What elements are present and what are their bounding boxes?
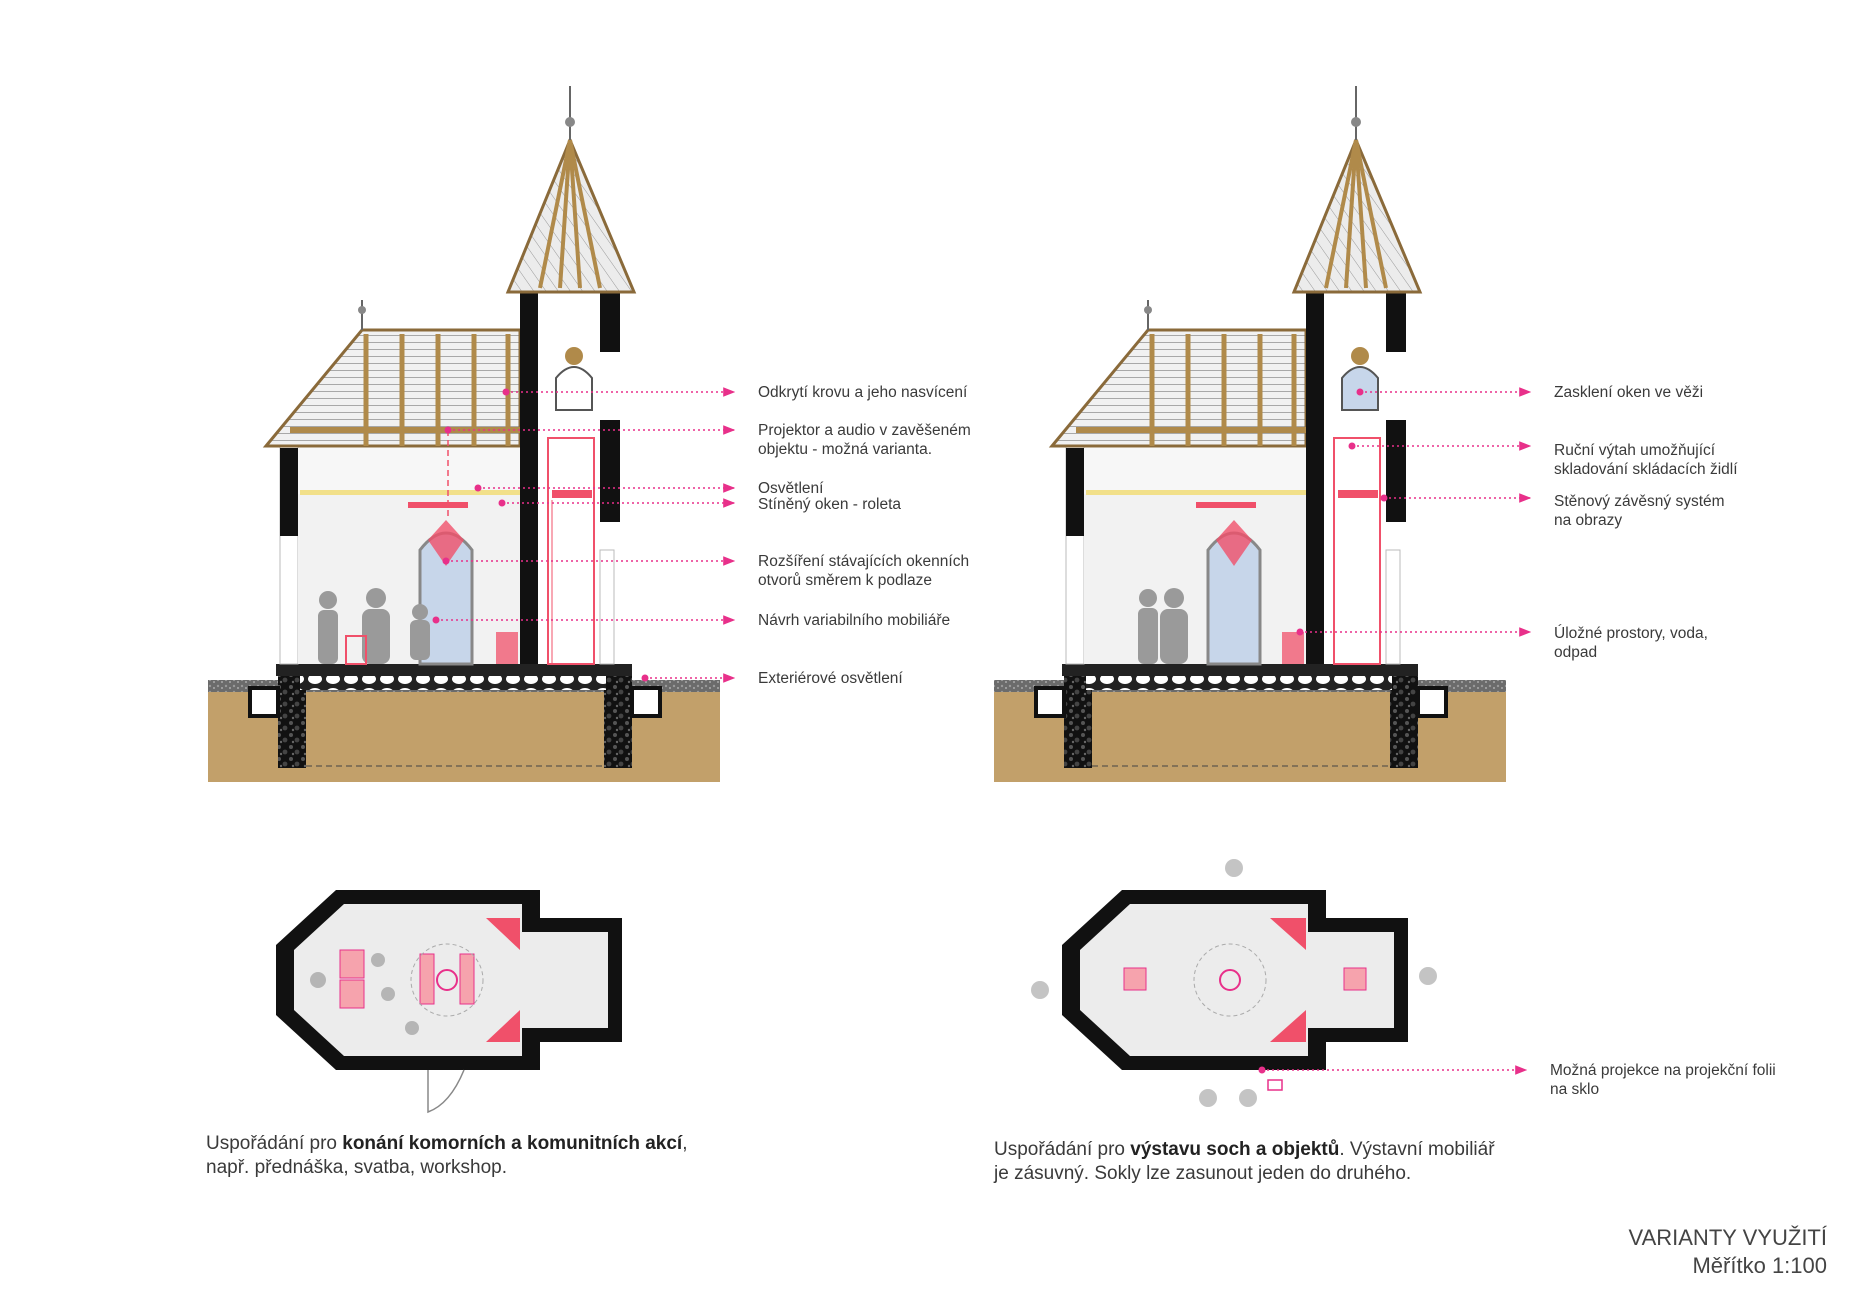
bell-window (555, 366, 593, 411)
caption-left-line2: např. přednáška, svatba, workshop. (206, 1157, 508, 1178)
spire (505, 136, 637, 294)
caption-right-bold: výstavu soch a objektů (1130, 1139, 1340, 1160)
caption-right-suffix: . Výstavní mobiliář (1339, 1139, 1495, 1160)
caption-left-bold: konání komorních a komunitních akcí (342, 1133, 683, 1154)
section-left (208, 86, 736, 782)
sheet-title: VARIANTY VYUŽITÍ (1628, 1225, 1827, 1250)
annot-exterior: Exteriérové osvětlení (758, 670, 903, 687)
floor-vault (300, 676, 606, 690)
annot-projection: Možná projekce na projekční folii na skl… (1550, 1062, 1776, 1098)
caption-right: Uspořádání pro výstavu soch a objektů. V… (994, 1138, 1495, 1186)
annot-projector: Projektor a audio v zavěšeném objektu - … (758, 422, 971, 458)
annot-storage: Úložné prostory, voda, odpad (1554, 625, 1708, 661)
sheet-scale: Měřítko 1:100 (1692, 1253, 1827, 1278)
plan-left (276, 890, 622, 1114)
annot-furniture: Návrh variabilního mobiliáře (758, 612, 951, 629)
annot-glazing: Zasklení oken ve věži (1554, 384, 1704, 401)
caption-left: Uspořádání pro konání komorních a komuni… (206, 1132, 688, 1180)
annot-shading: Stíněný oken - roleta (758, 496, 902, 513)
annot-windows: Rozšíření stávajících okenních otvorů sm… (758, 553, 970, 589)
caption-right-line2: je zásuvný. Sokly lze zasunout jeden do … (994, 1163, 1412, 1184)
annot-lighting: Osvětlení (758, 480, 824, 497)
foundation-right (604, 676, 632, 768)
foundation-left (278, 676, 306, 768)
caption-left-suffix: , (682, 1133, 688, 1154)
caption-right-prefix: Uspořádání pro (994, 1139, 1131, 1160)
section-right (994, 86, 1532, 782)
caption-left-prefix: Uspořádání pro (206, 1133, 343, 1154)
sheet-title-block: VARIANTY VYUŽITÍ Měřítko 1:100 (1629, 1224, 1827, 1280)
annot-lift: Ruční výtah umožňující skladování skláda… (1554, 442, 1738, 478)
plan-right (1031, 859, 1528, 1107)
annot-roof: Odkrytí krovu a jeho nasvícení (758, 384, 968, 401)
annot-hanging: Stěnový závěsný systém na obrazy (1554, 493, 1725, 529)
